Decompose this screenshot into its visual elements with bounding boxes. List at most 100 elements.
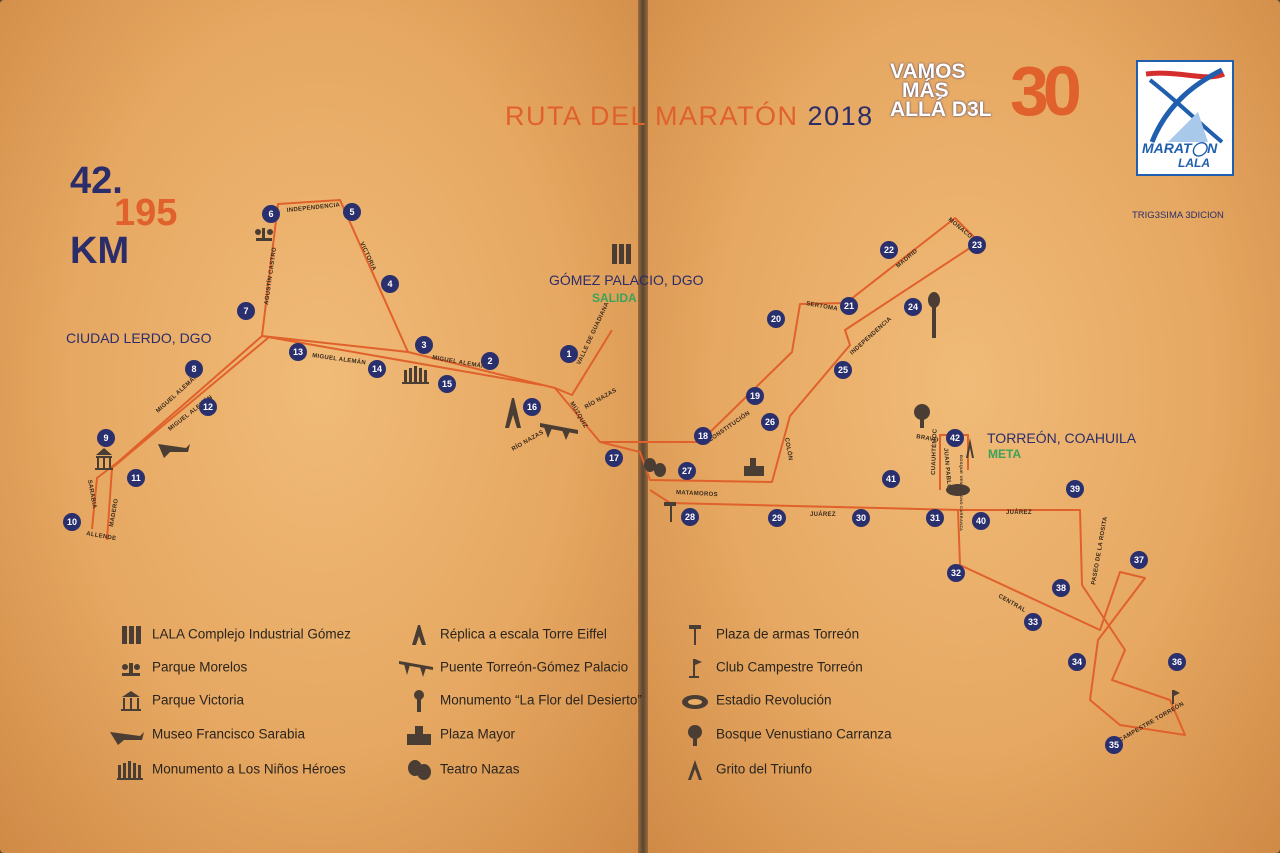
street-colon: COLÓN bbox=[783, 437, 795, 461]
street-madero: MADERO bbox=[109, 498, 120, 527]
km-marker-label: 11 bbox=[131, 473, 141, 483]
km-marker-circle bbox=[746, 387, 764, 405]
km-marker-circle bbox=[415, 336, 433, 354]
km-marker-circle bbox=[694, 427, 712, 445]
street-juan-pablos: JUAN PABLOS bbox=[942, 448, 952, 494]
slogan-line-2: MÁS bbox=[902, 79, 949, 102]
km-marker-37: 37 bbox=[1130, 551, 1148, 569]
street-bravo: BRAVO bbox=[916, 434, 939, 444]
street-victoria: VICTORIA bbox=[358, 241, 377, 272]
legend-label: Puente Torreón-Gómez Palacio bbox=[440, 659, 629, 675]
km-marker-23: 23 bbox=[968, 236, 986, 254]
km-marker-38: 38 bbox=[1052, 579, 1070, 597]
logo-wordmark: MARAT◯N bbox=[1142, 140, 1218, 156]
km-marker-27: 27 bbox=[678, 462, 696, 480]
km-marker-label: 20 bbox=[771, 314, 781, 324]
km-marker-8: 8 bbox=[185, 360, 203, 378]
map-landmarks bbox=[95, 228, 1180, 704]
logo-tagline: TRIG3SIMA 3DICION bbox=[1132, 210, 1224, 221]
km-marker-label: 5 bbox=[349, 207, 354, 217]
street-rio-nazas-2: RÍO NAZAS bbox=[510, 428, 545, 453]
legend-item: Puente Torreón-Gómez Palacio bbox=[398, 657, 628, 679]
theater-masks-icon bbox=[404, 759, 434, 781]
km-marker-circle bbox=[972, 512, 990, 530]
legend-item: Estadio Revolución bbox=[680, 690, 832, 712]
bridge-icon bbox=[398, 657, 434, 679]
km-marker-label: 27 bbox=[682, 466, 692, 476]
legend-item: Réplica a escala Torre Eiffel bbox=[404, 624, 607, 646]
street-rio-nazas-1: RÍO NAZAS bbox=[583, 386, 618, 411]
route-line-to-bridge bbox=[554, 217, 980, 483]
golf-flag-icon bbox=[680, 657, 710, 679]
km-marker-26: 26 bbox=[761, 413, 779, 431]
legend-item: Teatro Nazas bbox=[404, 759, 520, 781]
km-marker-label: 18 bbox=[698, 431, 708, 441]
factory-icon bbox=[612, 244, 631, 264]
km-marker-label: 4 bbox=[387, 279, 392, 289]
km-marker-circle bbox=[438, 375, 456, 393]
legend-item: Grito del Triunfo bbox=[680, 759, 812, 781]
km-marker-circle bbox=[880, 241, 898, 259]
km-marker-label: 31 bbox=[930, 513, 940, 523]
km-marker-circle bbox=[237, 302, 255, 320]
km-marker-circle bbox=[840, 297, 858, 315]
km-marker-9: 9 bbox=[97, 429, 115, 447]
km-marker-31: 31 bbox=[926, 509, 944, 527]
slogan-line-1: VAMOS bbox=[890, 60, 966, 83]
paper-left-page bbox=[0, 0, 640, 853]
tree-icon bbox=[680, 724, 710, 746]
anniversary-number: 30 bbox=[1010, 52, 1082, 130]
route-line-miguel-aleman bbox=[261, 329, 613, 396]
distance-unit: KM bbox=[70, 230, 130, 272]
km-marker-label: 12 bbox=[203, 402, 213, 412]
legend-label: Monumento a Los Niños Héroes bbox=[152, 761, 346, 777]
km-marker-25: 25 bbox=[834, 361, 852, 379]
km-marker-33: 33 bbox=[1024, 613, 1042, 631]
km-marker-11: 11 bbox=[127, 469, 145, 487]
km-marker-label: 16 bbox=[527, 402, 537, 412]
km-marker-6: 6 bbox=[262, 205, 280, 223]
street-monaco: MONACO bbox=[947, 217, 973, 240]
km-marker-circle bbox=[946, 429, 964, 447]
route-line-south-main bbox=[649, 489, 1186, 736]
legend-label: Grito del Triunfo bbox=[716, 761, 813, 777]
km-marker-label: 34 bbox=[1072, 657, 1082, 667]
km-marker-circle bbox=[605, 449, 623, 467]
km-marker-circle bbox=[1066, 480, 1084, 498]
km-marker-12: 12 bbox=[199, 398, 217, 416]
km-marker-label: 35 bbox=[1109, 740, 1119, 750]
km-marker-35: 35 bbox=[1105, 736, 1123, 754]
logo-runner-icon bbox=[1145, 67, 1226, 144]
fountain-icon bbox=[116, 657, 146, 679]
km-marker-circle bbox=[1052, 579, 1070, 597]
legend-label: Plaza Mayor bbox=[440, 726, 516, 742]
legend-item: Plaza Mayor bbox=[404, 724, 515, 746]
columns-icon bbox=[402, 366, 429, 384]
km-marker-circle bbox=[63, 513, 81, 531]
km-marker-30: 30 bbox=[852, 509, 870, 527]
legend-item: Club Campestre Torreón bbox=[680, 657, 863, 679]
distance-decimal: 195 bbox=[114, 192, 178, 234]
km-marker-label: 23 bbox=[972, 240, 982, 250]
maraton-lala-logo: MARAT◯N LALA bbox=[1136, 60, 1234, 176]
km-marker-circle bbox=[481, 352, 499, 370]
km-marker-7: 7 bbox=[237, 302, 255, 320]
km-marker-circle bbox=[199, 398, 217, 416]
km-marker-circle bbox=[1068, 653, 1086, 671]
plaza-icon bbox=[404, 724, 434, 746]
km-marker-18: 18 bbox=[694, 427, 712, 445]
arch-icon bbox=[966, 438, 974, 458]
km-marker-circle bbox=[1024, 613, 1042, 631]
km-marker-label: 21 bbox=[844, 301, 854, 311]
street-matamoros: MATAMOROS bbox=[676, 490, 718, 498]
km-marker-16: 16 bbox=[523, 398, 541, 416]
km-marker-42: 42 bbox=[946, 429, 964, 447]
km-marker-24: 24 bbox=[904, 298, 922, 316]
km-marker-label: 25 bbox=[838, 365, 848, 375]
km-marker-13: 13 bbox=[289, 343, 307, 361]
stadium-icon bbox=[946, 484, 970, 496]
km-marker-circle bbox=[127, 469, 145, 487]
street-miguel-aleman-1: MIGUEL ALEMÁN bbox=[312, 352, 367, 366]
